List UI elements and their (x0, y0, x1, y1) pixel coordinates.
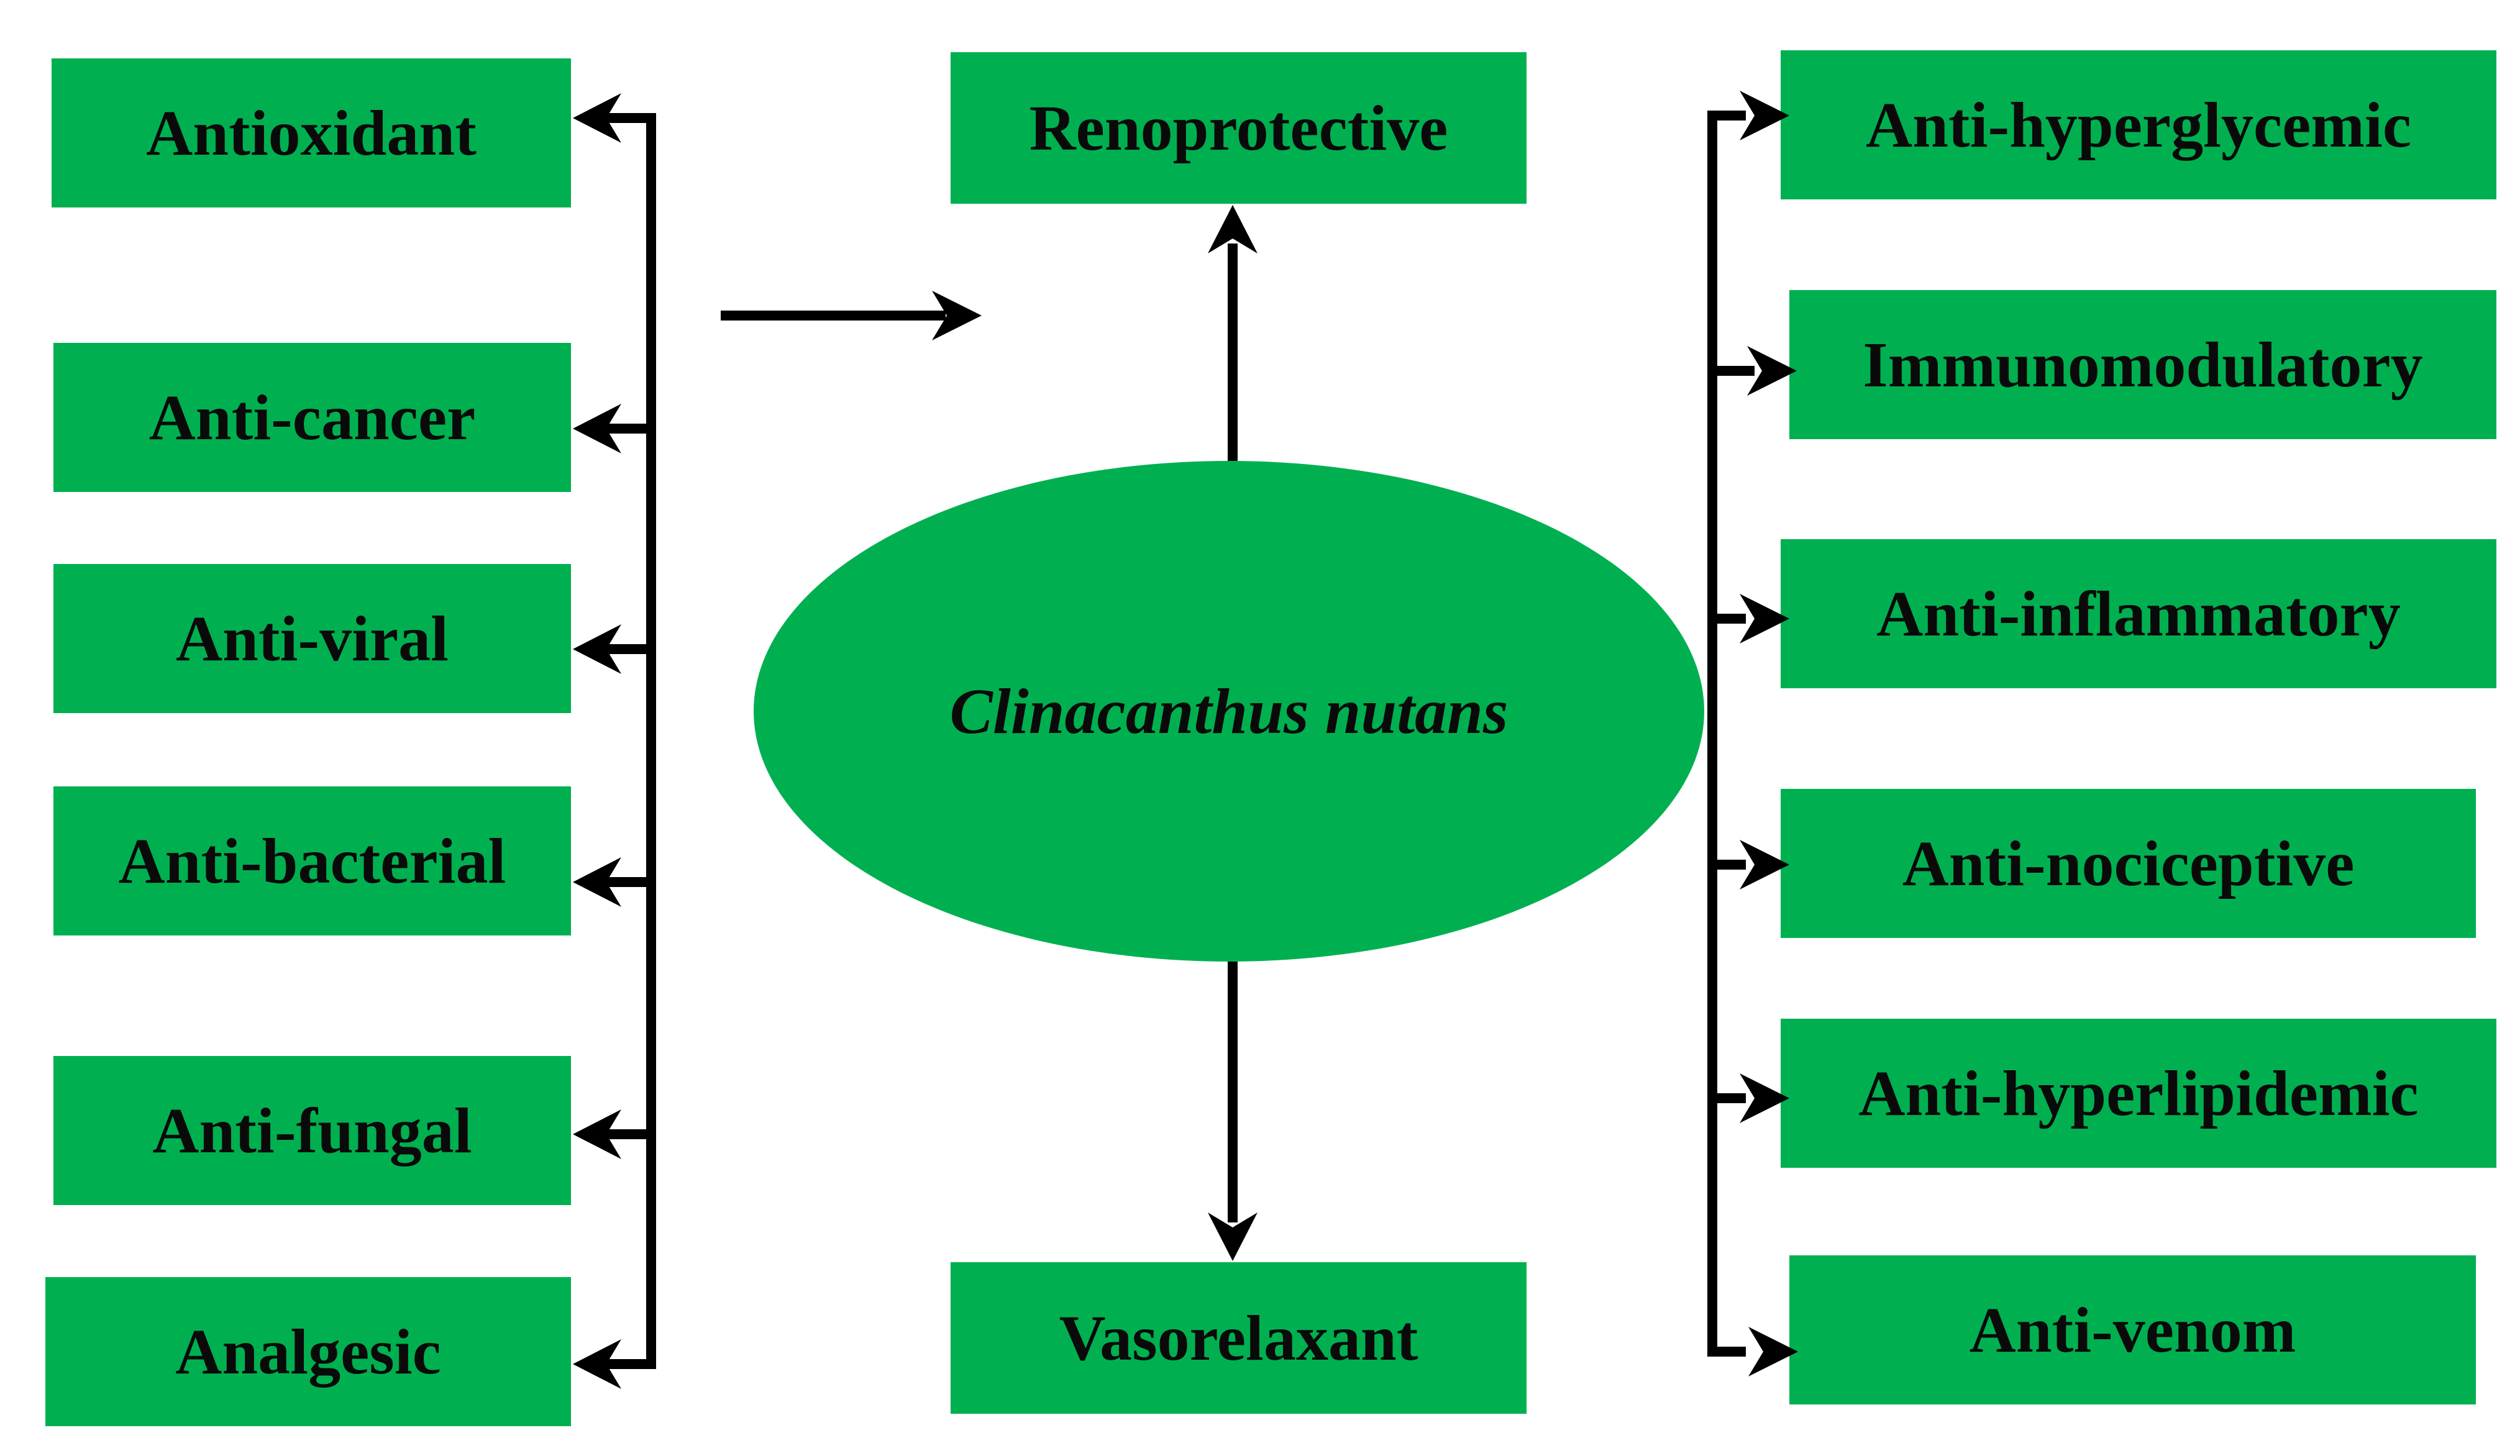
arrowhead-analgesic (573, 1339, 621, 1389)
clinacanthus-nutans-label: Clinacanthus nutans (949, 675, 1509, 747)
anti-inflammatory-label: Anti-inflammatory (1876, 578, 2401, 650)
arrowhead-anti-inflammatory (1740, 594, 1789, 644)
arrowhead-anti-nociceptive (1740, 840, 1789, 890)
anti-viral-label: Anti-viral (175, 603, 449, 675)
arrowhead-anti-hyperlipidemic (1740, 1073, 1789, 1123)
arrowhead-anti-bacterial (573, 857, 621, 907)
anti-venom-label: Anti-venom (1969, 1294, 2296, 1366)
anti-nociceptive-box: Anti-nociceptive (1781, 789, 2476, 938)
arrowhead-anti-fungal (573, 1109, 621, 1159)
arrowhead-anti-hyperglycemic (1740, 91, 1789, 140)
immunomodulatory-label: Immunomodulatory (1863, 329, 2423, 401)
analgesic-box: Analgesic (45, 1277, 571, 1426)
arrowhead-anti-cancer (573, 404, 621, 453)
anti-fungal-box: Anti-fungal (53, 1056, 571, 1205)
renoprotective-box: Renoprotective (951, 52, 1527, 204)
right-trunk-line (1707, 111, 1746, 1357)
anti-cancer-box: Anti-cancer (53, 343, 571, 492)
vasorelaxant-box: Vasorelaxant (951, 1262, 1527, 1414)
anti-fungal-label: Anti-fungal (152, 1094, 472, 1167)
arrowhead-immunomodulatory (1747, 346, 1797, 396)
anti-hyperlipidemic-label: Anti-hyperlipidemic (1858, 1057, 2419, 1129)
analgesic-label: Analgesic (175, 1316, 441, 1388)
anti-viral-box: Anti-viral (53, 564, 571, 713)
arrowhead-free (932, 291, 982, 340)
arrowhead-antioxidant (573, 93, 621, 143)
arrowhead-anti-venom (1748, 1327, 1798, 1376)
anti-venom-box: Anti-venom (1789, 1255, 2476, 1404)
arrowhead-renoprotective (1208, 205, 1258, 253)
vasorelaxant-label: Vasorelaxant (1059, 1302, 1418, 1374)
anti-hyperglycemic-box: Anti-hyperglycemic (1781, 50, 2496, 199)
arrowhead-vasorelaxant (1208, 1213, 1258, 1261)
immunomodulatory-box: Immunomodulatory (1789, 290, 2496, 439)
anti-hyperlipidemic-box: Anti-hyperlipidemic (1781, 1019, 2496, 1168)
antioxidant-box: Antioxidant (52, 58, 571, 207)
anti-bacterial-box: Anti-bacterial (53, 786, 571, 935)
left-trunk-line (588, 113, 656, 1369)
anti-hyperglycemic-label: Anti-hyperglycemic (1865, 89, 2411, 161)
anti-cancer-label: Anti-cancer (148, 381, 476, 453)
anti-nociceptive-label: Anti-nociceptive (1902, 827, 2355, 899)
renoprotective-label: Renoprotective (1029, 92, 1448, 164)
clinacanthus-nutans-node: Clinacanthus nutans (754, 461, 1704, 962)
anti-inflammatory-box: Anti-inflammatory (1781, 539, 2496, 688)
arrowhead-anti-viral (573, 624, 621, 674)
antioxidant-label: Antioxidant (146, 97, 477, 169)
anti-bacterial-label: Anti-bacterial (118, 825, 506, 897)
